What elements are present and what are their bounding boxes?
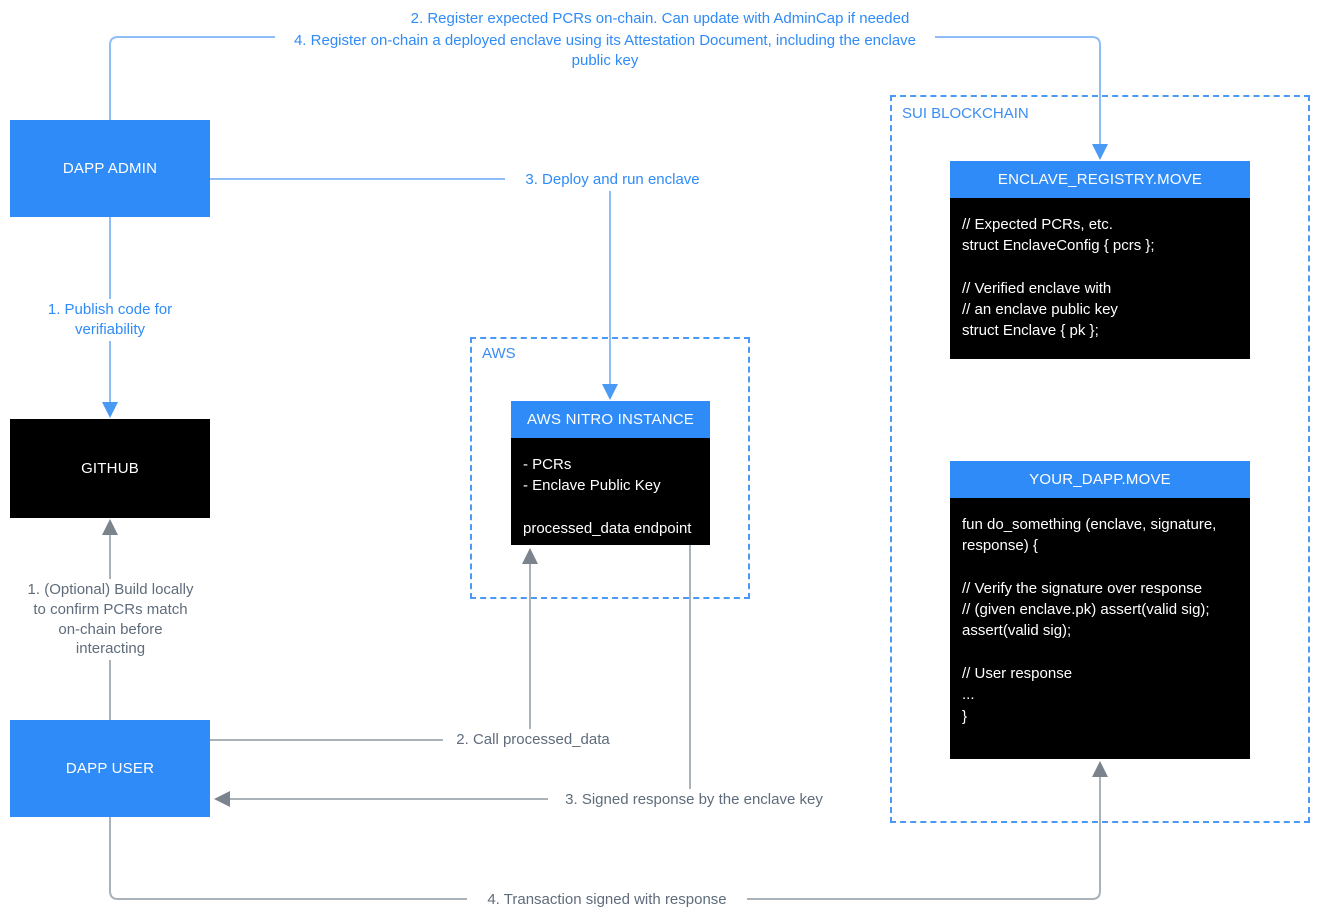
node-dapp-admin-label: DAPP ADMIN (62, 160, 158, 177)
group-sui-blockchain (890, 95, 1310, 823)
card-your-dapp-move[interactable]: YOUR_DAPP.MOVE fun do_something (enclave… (950, 461, 1250, 759)
card-your-dapp-move-body: fun do_something (enclave, signature, re… (962, 516, 1217, 725)
edge-label-register-pcrs: 2. Register expected PCRs on-chain. Can … (300, 8, 1020, 30)
node-github[interactable]: GITHUB (10, 419, 210, 518)
group-sui-blockchain-label: SUI BLOCKCHAIN (898, 105, 1033, 122)
edge-label-signed-response: 3. Signed response by the enclave key (548, 789, 840, 811)
node-github-label: GITHUB (81, 460, 139, 477)
edge-label-call-processed-data: 2. Call processed_data (443, 729, 623, 751)
card-aws-nitro-instance[interactable]: AWS NITRO INSTANCE - PCRs - Enclave Publ… (511, 401, 710, 545)
card-enclave-registry-move[interactable]: ENCLAVE_REGISTRY.MOVE // Expected PCRs, … (950, 161, 1250, 359)
card-aws-nitro-instance-body: - PCRs - Enclave Public Key processed_da… (523, 456, 692, 537)
card-enclave-registry-move-title: ENCLAVE_REGISTRY.MOVE (950, 161, 1250, 198)
node-dapp-admin[interactable]: DAPP ADMIN (10, 120, 210, 217)
node-dapp-user-label: DAPP USER (65, 760, 155, 777)
edge-label-publish-code: 1. Publish code for verifiability (20, 299, 200, 341)
edge-label-build-locally: 1. (Optional) Build locally to confirm P… (18, 579, 203, 661)
card-aws-nitro-instance-title: AWS NITRO INSTANCE (511, 401, 710, 438)
group-aws (470, 337, 750, 599)
group-aws-label: AWS (478, 345, 520, 362)
card-enclave-registry-move-body: // Expected PCRs, etc. struct EnclaveCon… (962, 216, 1155, 340)
edge-label-transaction-signed: 4. Transaction signed with response (467, 889, 747, 911)
edge-label-deploy-enclave: 3. Deploy and run enclave (505, 169, 720, 191)
edge-label-register-enclave: 4. Register on-chain a deployed enclave … (275, 30, 935, 72)
node-dapp-user[interactable]: DAPP USER (10, 720, 210, 817)
card-your-dapp-move-title: YOUR_DAPP.MOVE (950, 461, 1250, 498)
